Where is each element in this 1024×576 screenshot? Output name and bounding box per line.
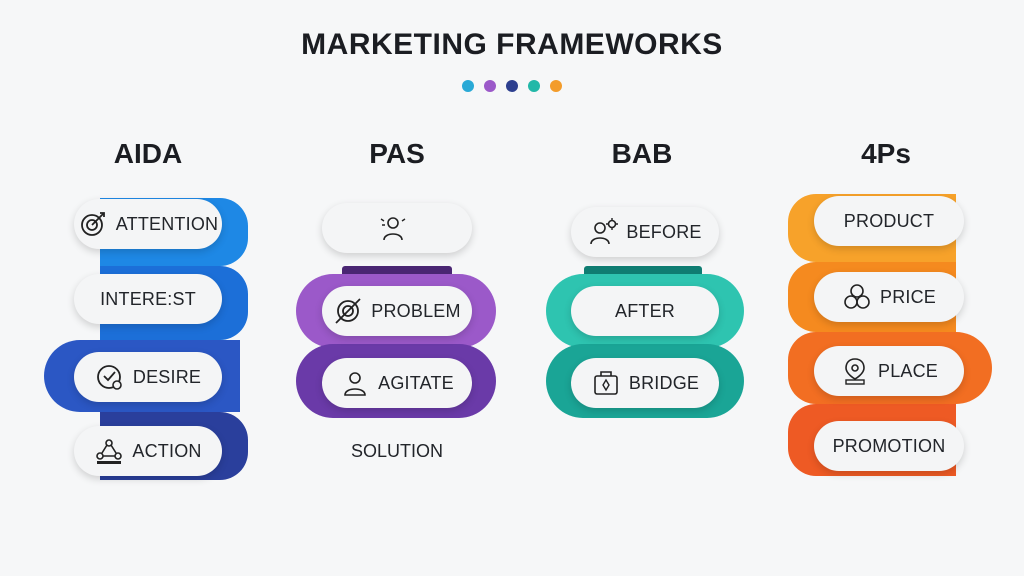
pas-solution-label: SOLUTION (350, 441, 443, 461)
fourps-price-pill: PRICE (814, 272, 964, 322)
aida-attention-label: ATTENTION (115, 213, 219, 234)
fourps-title: 4Ps (861, 138, 911, 169)
location-icon (840, 356, 870, 386)
pas-stress-pill (322, 203, 472, 253)
bab-title: BAB (611, 138, 673, 169)
pas-title: PAS (369, 138, 425, 169)
bridge-icon (591, 368, 621, 398)
accent-dot (462, 80, 474, 92)
fourps-promotion-pill: PROMOTION (814, 421, 964, 471)
coins-icon (842, 282, 872, 312)
bab-before-label: BEFORE (626, 221, 702, 242)
aida-desire-label: DESIRE (132, 366, 202, 387)
aida-desire-pill: DESIRE (74, 352, 222, 402)
person-icon (340, 368, 370, 398)
accent-dot (550, 80, 562, 92)
bab-bridge-pill: BRIDGE (571, 358, 719, 408)
fourps-product-label: PRODUCT (843, 210, 935, 231)
target-icon (78, 209, 108, 239)
page-title: MARKETING FRAMEWORKS (301, 28, 723, 61)
bab-bridge-label: BRIDGE (628, 372, 700, 393)
fourps-place-label: PLACE (877, 360, 939, 381)
accent-dot (484, 80, 496, 92)
network-icon (94, 436, 124, 466)
pas-agitate-label: AGITATE (378, 372, 454, 393)
person-stressed-icon (378, 213, 408, 243)
accent-dot (506, 80, 518, 92)
aida-action-pill: ACTION (74, 426, 222, 476)
aida-interest-label: INTERE:ST (100, 288, 196, 309)
bab-after-pill: AFTER (571, 286, 719, 336)
aida-attention-pill: ATTENTION (74, 199, 222, 249)
pas-problem-pill: PROBLEM (322, 286, 472, 336)
bab-before-pill: BEFORE (571, 207, 719, 257)
fourps-promotion-label: PROMOTION (832, 435, 946, 456)
aida-title: AIDA (113, 138, 183, 169)
person-gear-icon (588, 217, 619, 247)
broken-target-icon (333, 296, 363, 326)
pas-agitate-pill: AGITATE (322, 358, 472, 408)
aida-interest-pill: INTERE:ST (74, 274, 222, 324)
fourps-product-pill: PRODUCT (814, 196, 964, 246)
heart-badge-icon (95, 362, 125, 392)
fourps-price-label: PRICE (879, 286, 936, 307)
pas-problem-label: PROBLEM (371, 300, 461, 321)
aida-action-label: ACTION (132, 440, 202, 461)
accent-dots (0, 80, 1024, 92)
fourps-place-pill: PLACE (814, 346, 964, 396)
accent-dot (528, 80, 540, 92)
bab-after-label: AFTER (614, 300, 675, 321)
